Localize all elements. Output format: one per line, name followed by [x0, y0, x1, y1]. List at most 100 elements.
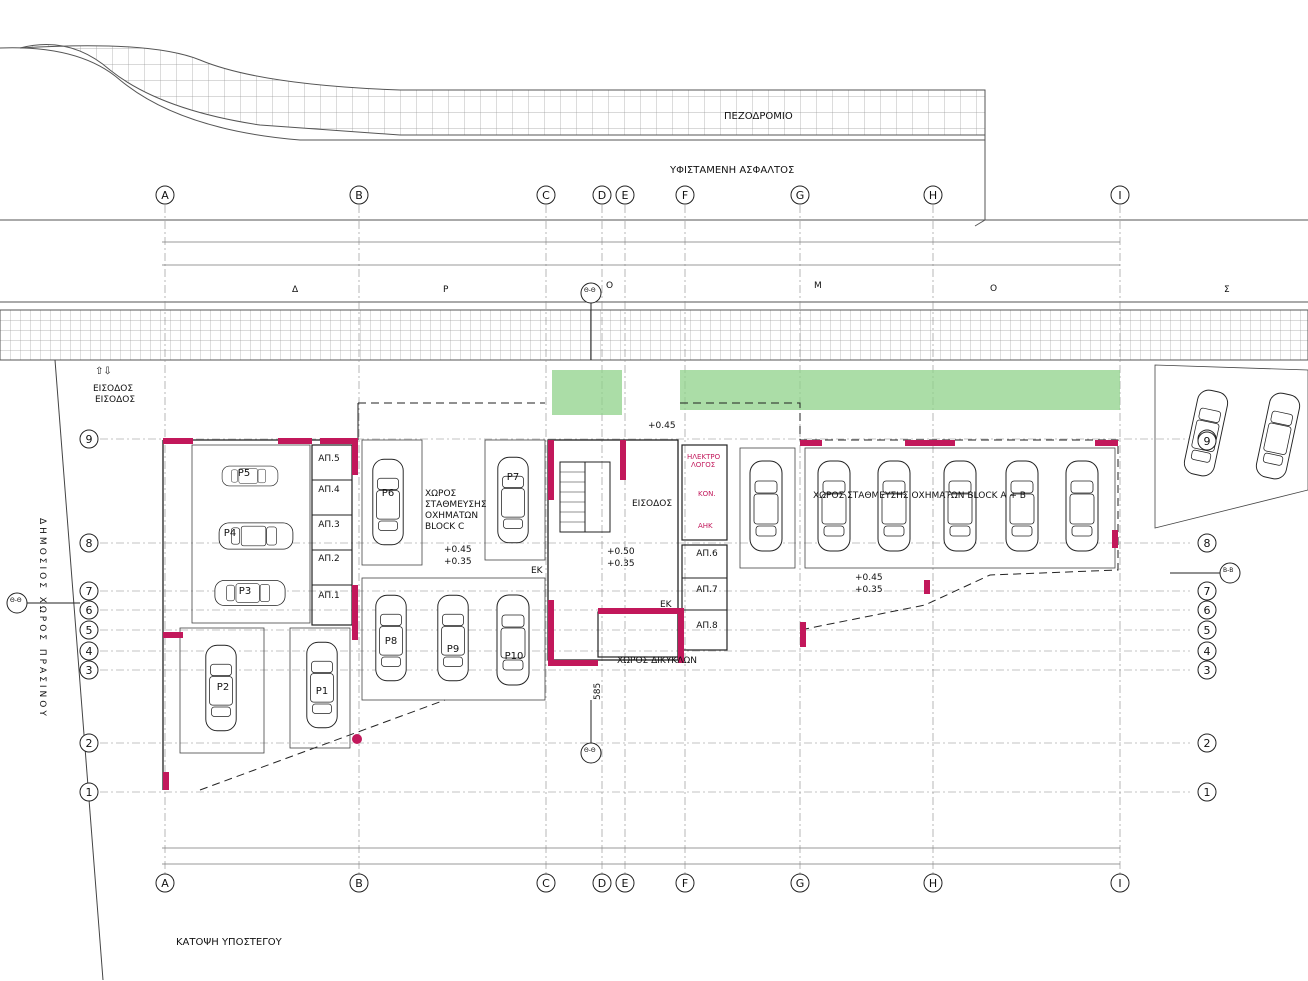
svg-text:D: D [598, 877, 606, 890]
svg-text:8: 8 [1204, 537, 1211, 550]
level-mark: +0.35 [855, 585, 883, 595]
elec-label: ΛΟΓΟΣ [691, 461, 715, 469]
grid-bubble-row-8: 8 [79, 533, 99, 553]
grid-bubble-row-3: 3 [1197, 660, 1217, 680]
svg-text:B: B [355, 877, 363, 890]
storage-room: ΑΠ.1 [318, 591, 340, 601]
svg-text:4: 4 [86, 645, 93, 658]
kon-label: ΚΟΝ. [698, 490, 716, 498]
ek-label: ΕΚ [531, 566, 544, 576]
svg-text:8: 8 [86, 537, 93, 550]
svg-text:5: 5 [86, 624, 93, 637]
svg-text:D: D [598, 189, 606, 202]
svg-text:I: I [1118, 877, 1121, 890]
parking-c-label: ΣΤΑΘΜΕΥΣΗΣ [425, 500, 487, 510]
svg-text:H: H [929, 877, 937, 890]
svg-text:6: 6 [1204, 604, 1211, 617]
svg-text:1: 1 [86, 786, 93, 799]
parking-space-p8: P8 [385, 636, 397, 647]
entrance-label: ΕΙΣΟΔΟΣ [93, 384, 133, 394]
title: ΚΑΤΟΨΗ ΥΠΟΣΤΕΓΟΥ [176, 937, 283, 948]
storage-room: ΑΠ.7 [696, 585, 718, 595]
parking-ab-label: ΧΩΡΟΣ ΣΤΑΘΜΕΥΣΗΣ ΟΧΗΜΑΤΩΝ BLOCK A + B [813, 491, 1026, 501]
elec-label: ΗΛΕΚΤΡΟ [687, 453, 721, 461]
car-p10 [496, 594, 530, 686]
grid-bubble-row-9: 9 [1197, 431, 1217, 451]
section-marker: Θ-Θ [580, 282, 602, 360]
svg-text:E: E [622, 877, 629, 890]
grid-bubble-row-7: 7 [1197, 581, 1217, 601]
svg-text:H: H [929, 189, 937, 202]
grid-bubble-row-4: 4 [1197, 641, 1217, 661]
svg-text:9: 9 [86, 433, 93, 446]
parking-space-p6: P6 [382, 488, 394, 499]
grid-bubble-col-I: I [1110, 873, 1130, 893]
svg-text:C: C [542, 189, 550, 202]
parking-space-p4: P4 [224, 528, 236, 539]
svg-text:4: 4 [1204, 645, 1211, 658]
section-marker: Β-Β [1170, 562, 1241, 584]
storage-room: ΑΠ.2 [318, 554, 340, 564]
grid-bubble-row-6: 6 [79, 600, 99, 620]
entrance-arrows: ⇧⇩ [95, 366, 112, 377]
grid-bubble-col-B: B [349, 873, 369, 893]
grid-bubble-col-F: F [675, 185, 695, 205]
car-p1 [306, 641, 338, 729]
road-band [0, 309, 1308, 361]
parking-c-label: ΧΩΡΟΣ [425, 489, 457, 499]
grid-bubble-row-8: 8 [1197, 533, 1217, 553]
bicycle-label: ΧΩΡΟΣ ΔΙΚΥΚΛΩΝ [617, 656, 697, 666]
grid-bubble-col-A: A [155, 873, 175, 893]
grid-bubble-row-1: 1 [1197, 782, 1217, 802]
sidewalk [19, 43, 986, 136]
svg-text:G: G [796, 877, 805, 890]
svg-text:6: 6 [86, 604, 93, 617]
svg-text:2: 2 [86, 737, 93, 750]
grid-bubble-row-1: 1 [79, 782, 99, 802]
grid-bubble-row-5: 5 [79, 620, 99, 640]
grid-bubble-col-H: H [923, 873, 943, 893]
svg-text:A: A [161, 877, 169, 890]
road-letter: Ρ [443, 285, 449, 295]
section-marker: Θ-Θ [580, 700, 602, 764]
svg-text:7: 7 [86, 585, 93, 598]
road-letter: Ο [990, 284, 997, 294]
svg-text:Θ-Θ: Θ-Θ [584, 747, 596, 754]
structural-walls [163, 438, 1118, 790]
sidewalk-label: ΠΕΖΟΔΡΟΜΙΟ [724, 111, 793, 122]
parking-space-p5: P5 [238, 468, 250, 479]
level-mark: +0.35 [607, 559, 635, 569]
grid-bubble-row-4: 4 [79, 641, 99, 661]
level-mark: +0.35 [444, 557, 472, 567]
svg-text:1: 1 [1204, 786, 1211, 799]
entrance-label: ΕΙΣΟΔΟΣ [95, 395, 135, 405]
car-p7 [497, 456, 529, 544]
level-mark: +0.45 [444, 545, 472, 555]
grid-bubble-col-B: B [349, 185, 369, 205]
parking-space-p9: P9 [447, 644, 459, 655]
svg-text:9: 9 [1204, 435, 1211, 448]
sidewalk-lower [0, 47, 986, 227]
storage-room: ΑΠ.3 [318, 520, 340, 530]
svg-text:A: A [161, 189, 169, 202]
grid-bubble-row-2: 2 [1197, 733, 1217, 753]
parking-space-p7: P7 [507, 472, 519, 483]
planting-strip [552, 370, 622, 415]
parking-space-p10: P10 [505, 651, 524, 662]
svg-text:7: 7 [1204, 585, 1211, 598]
storage-room: ΑΠ.8 [696, 621, 718, 631]
road-letter: Σ [1224, 285, 1230, 295]
parking-space-p1: P1 [316, 686, 328, 697]
svg-text:5: 5 [1204, 624, 1211, 637]
svg-text:G: G [796, 189, 805, 202]
storage-room: ΑΠ.6 [696, 549, 718, 559]
svg-text:I: I [1118, 189, 1121, 202]
level-mark: +0.50 [607, 547, 635, 557]
grid-bubble-col-E: E [615, 185, 635, 205]
storage-room: ΑΠ.5 [318, 454, 340, 464]
svg-text:B: B [355, 189, 363, 202]
grid-bubble-col-C: C [536, 873, 556, 893]
grid-bubble-col-G: G [790, 873, 810, 893]
grid-bubble-col-E: E [615, 873, 635, 893]
